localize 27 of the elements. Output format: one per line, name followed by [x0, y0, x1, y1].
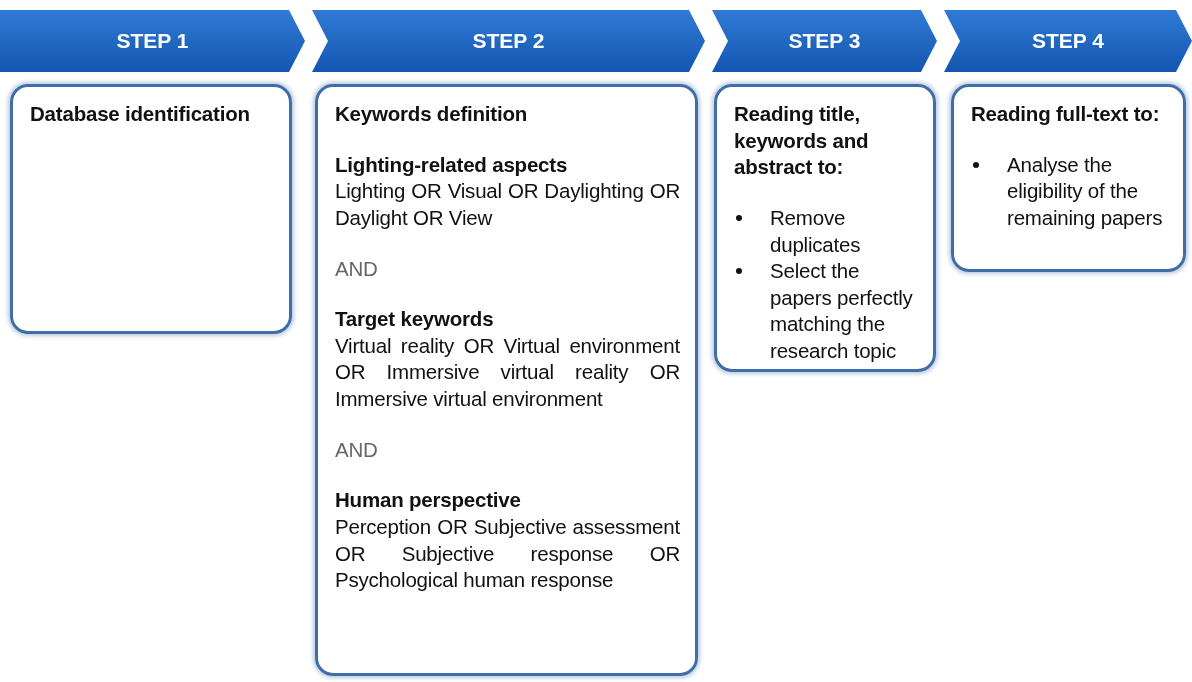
bullet-item: Remove duplicates	[734, 204, 918, 259]
step-header-banner	[0, 10, 305, 72]
step-header-banner	[944, 10, 1192, 72]
bullet-item: Analyse the eligibility of the remaining papers	[971, 151, 1168, 232]
step-card	[714, 84, 936, 372]
step-card	[951, 84, 1186, 272]
bullet-item: Select the papers perfectly matching the research topic	[734, 258, 918, 365]
step-label: STEP 3	[787, 29, 862, 53]
step-card	[315, 84, 698, 676]
keyword-list: Perception OR Subjective assessment OR Subjective response OR Psychological human response	[335, 514, 680, 594]
step-card	[10, 84, 292, 334]
card-heading: Lighting-related aspects	[335, 151, 569, 178]
step-header-banner	[312, 10, 705, 72]
step-label: STEP 1	[115, 29, 190, 53]
card-heading: Keywords definition	[335, 101, 529, 127]
operator-text: AND	[335, 436, 379, 463]
step-label: STEP 2	[471, 29, 546, 53]
card-heading: Reading full-text to:	[971, 101, 1161, 127]
card-heading: Reading title, keywords and abstract to:	[734, 101, 870, 181]
keyword-list: Lighting OR Visual OR Daylighting OR Daylight OR View	[335, 178, 680, 232]
card-heading: Target keywords	[335, 306, 495, 333]
card-heading: Database identification	[30, 101, 251, 127]
step-label: STEP 4	[1031, 29, 1105, 53]
operator-text: AND	[335, 255, 379, 282]
card-heading: Human perspective	[335, 487, 522, 514]
keyword-list: Virtual reality OR Virtual environment OR Immersive virtual reality OR Immersive virtual environment	[335, 332, 680, 413]
step-header-banner	[712, 10, 937, 72]
